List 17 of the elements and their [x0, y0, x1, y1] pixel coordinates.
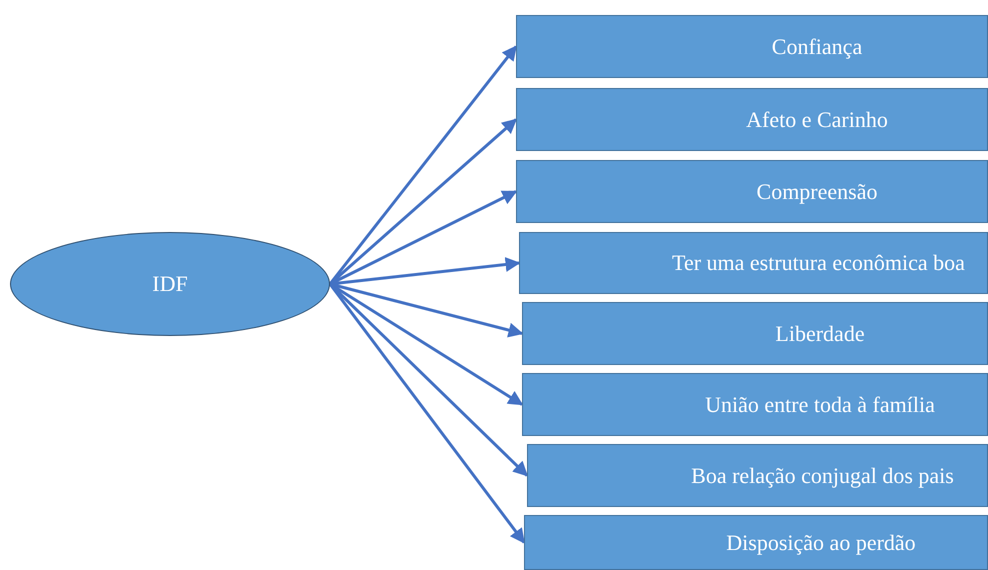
process-box	[516, 160, 988, 223]
node-label: Compreensão	[756, 178, 878, 204]
node-label: Afeto e Carinho	[746, 106, 888, 132]
process-box	[516, 88, 988, 151]
node-label: Boa relação conjugal dos pais	[691, 462, 954, 488]
process-box	[527, 444, 988, 507]
node-label: Ter uma estrutura econômica boa	[672, 250, 965, 276]
node-label: IDF	[152, 271, 188, 297]
node-label: União entre toda à família	[705, 392, 935, 418]
process-box	[522, 302, 988, 365]
process-box	[519, 232, 988, 294]
process-box	[522, 373, 988, 436]
node-label: Disposição ao perdão	[726, 530, 916, 556]
process-box	[516, 15, 988, 78]
node-label: Liberdade	[775, 320, 865, 346]
node-label: Confiança	[772, 34, 862, 60]
process-box	[524, 515, 988, 570]
